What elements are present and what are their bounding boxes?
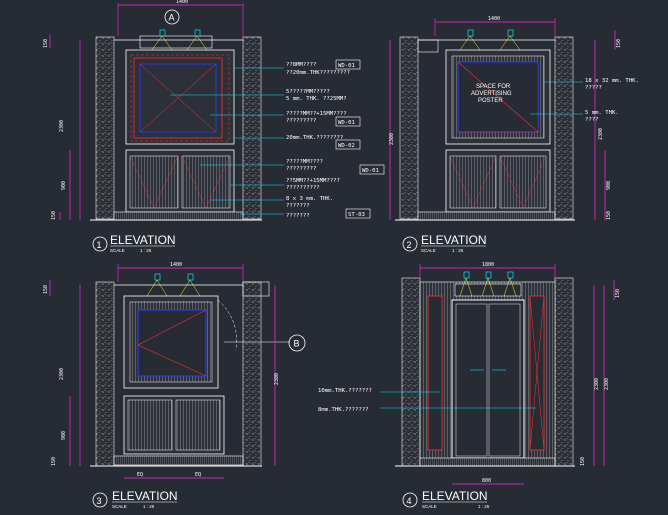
view-3-scale-value: 1 : 25 xyxy=(143,504,155,509)
annotation-2: ????? xyxy=(585,85,602,91)
dim-top-width: 1400 xyxy=(176,0,188,5)
annotation-9: ????????? xyxy=(286,166,316,172)
dim-base-height: 150 xyxy=(51,211,57,220)
dim-total-height: 2300 xyxy=(59,368,65,380)
dim-lower-height: 900 xyxy=(61,181,67,190)
dim-eq-1: EQ xyxy=(137,472,143,478)
view-2-scale-value: 1 : 25 xyxy=(452,248,464,253)
dim-right-height: 2300 xyxy=(598,128,604,140)
annotation-2: ??20mm.THK????????? xyxy=(286,70,350,76)
annotation-3: 5?????MM????? xyxy=(286,89,330,95)
elevation-view-4: 1800 10mm.THK.??????? 8mm.THK.??????? 80… xyxy=(318,262,621,509)
dim-right-height: 2300 xyxy=(604,378,610,390)
view-4-title: ELEVATION xyxy=(422,489,488,503)
dim-top-height: 150 xyxy=(43,285,49,294)
view-2-scale-label: SCALE xyxy=(421,248,436,253)
section-marker-a xyxy=(164,9,180,25)
tag-4: WD-01 xyxy=(362,168,379,174)
tag-3: WD-02 xyxy=(338,143,355,149)
annotation-4: ???? xyxy=(585,117,598,123)
dim-right-height: 2300 xyxy=(274,373,280,385)
tag-1: WD-01 xyxy=(338,63,355,69)
view-3-scale-label: SCALE xyxy=(112,504,127,509)
annotation-1: 10mm.THK.??????? xyxy=(318,388,372,394)
annotation-14: ??????? xyxy=(286,213,310,219)
poster-text-3: POSTER xyxy=(478,98,503,104)
tag-2: WD-01 xyxy=(338,120,355,126)
poster-text-2: ADVERTISING xyxy=(471,91,512,97)
elevator-door xyxy=(451,299,525,459)
wall-left xyxy=(95,36,115,220)
annotation-1: 18 x 32 mm. THK. xyxy=(585,78,639,84)
view-1-scale-value: 1 : 25 xyxy=(140,248,152,253)
view-1-scale-label: SCALE xyxy=(110,248,125,253)
dim-top-height: 150 xyxy=(43,39,49,48)
view-1-number: 1 xyxy=(97,240,102,250)
view-4-number: 4 xyxy=(407,496,412,506)
wall-right xyxy=(242,36,262,220)
dim-door-width: 800 xyxy=(482,478,491,484)
annotation-11: ?????????? xyxy=(286,185,320,191)
base-plinth xyxy=(113,211,244,221)
annotation-10: ??5MM??+15MM???? xyxy=(286,178,340,184)
section-marker-a-label: A xyxy=(169,13,175,23)
annotation-1: ??8MM???? xyxy=(286,62,316,68)
dim-top-height: 150 xyxy=(616,39,622,48)
view-2-title: ELEVATION xyxy=(421,233,487,247)
dim-base-height: 150 xyxy=(606,211,612,220)
dim-total-height: 2300 xyxy=(594,378,600,390)
annotation-6: ????????? xyxy=(286,118,316,124)
dim-eq-2: EQ xyxy=(195,472,201,478)
annotation-7: 20mm.THK.???????? xyxy=(286,135,343,141)
annotation-4: 5 mm. THK. ??25MM? xyxy=(286,96,347,102)
annotation-8: ?????MM???? xyxy=(286,159,323,165)
view-2-number: 2 xyxy=(407,240,412,250)
section-marker-b-label: B xyxy=(294,339,300,349)
dim-total-height: 2300 xyxy=(59,120,65,132)
dim-top-width: 1800 xyxy=(482,262,494,268)
annotation-2: 8mm.THK.??????? xyxy=(318,407,369,413)
dim-top-width: 1400 xyxy=(170,262,182,268)
view-1-title: ELEVATION xyxy=(110,233,176,247)
annotation-12: 8 x 3 mm. THK. xyxy=(286,196,333,202)
view-4-scale-label: SCALE xyxy=(422,504,437,509)
dim-base-height: 150 xyxy=(580,457,586,466)
annotation-5: ?????MM??+15MM???? xyxy=(286,111,347,117)
section-marker-b xyxy=(288,334,306,352)
dim-lower-height: 900 xyxy=(606,181,612,190)
view-3-title: ELEVATION xyxy=(112,489,178,503)
dim-base-height: 150 xyxy=(51,457,57,466)
annotation-3: 5 mm. THK. xyxy=(585,110,619,116)
elevation-view-2: 1400 SPACE FOR ADVERTISING POSTER 2300 2… xyxy=(389,16,639,253)
dim-total-height: 2300 xyxy=(389,133,395,145)
dim-top-height: 150 xyxy=(615,289,621,298)
view-3-number: 3 xyxy=(97,496,102,506)
elevation-view-1: 1400 A 2300 900 150 xyxy=(43,0,385,253)
annotation-13: ??????? xyxy=(286,203,310,209)
elevation-view-3: 1400 B 2300 900 150 150 2300 EQ xyxy=(43,262,306,509)
view-4-scale-value: 1 : 25 xyxy=(478,504,490,509)
dim-top-width: 1400 xyxy=(488,16,500,22)
poster-text-1: SPACE FOR xyxy=(476,84,511,90)
dim-lower-height: 900 xyxy=(61,431,67,440)
tag-5: ST-03 xyxy=(348,212,365,218)
